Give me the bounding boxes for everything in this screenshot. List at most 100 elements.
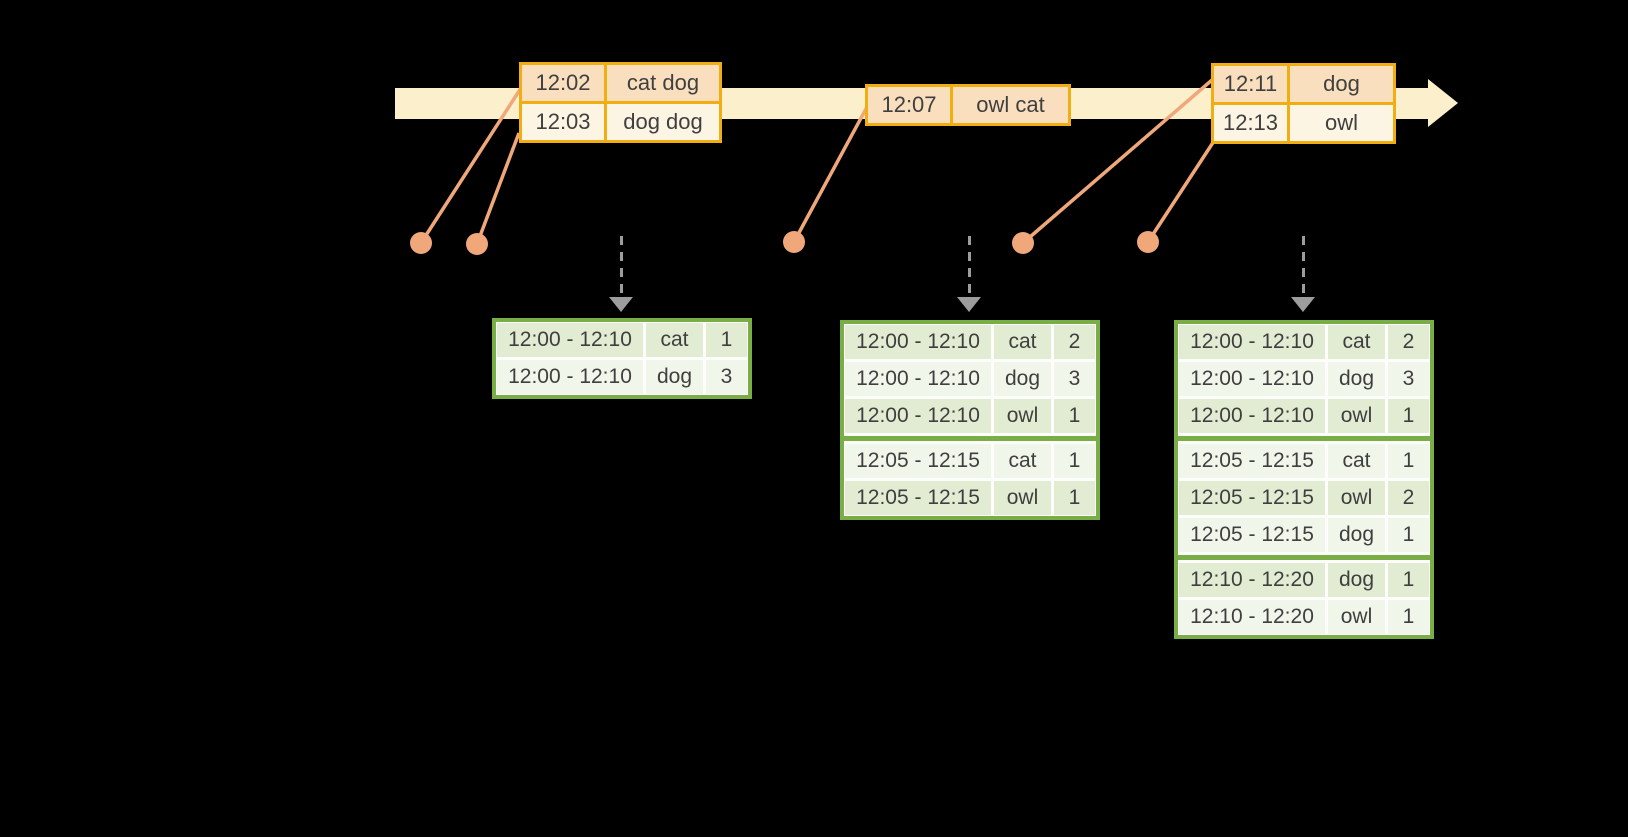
word-cell: owl bbox=[994, 399, 1051, 433]
event-dot bbox=[410, 232, 432, 254]
connector-line bbox=[475, 132, 521, 245]
window-cell: 12:05 - 12:15 bbox=[845, 481, 991, 515]
trigger-arrowhead-icon bbox=[609, 297, 633, 312]
word-cell: dog bbox=[994, 362, 1051, 396]
connector-line bbox=[1146, 140, 1216, 243]
event-row: 12:03 dog dog bbox=[522, 104, 719, 140]
result-table-2: 12:00 - 12:10 cat 2 12:00 - 12:10 dog 3 … bbox=[840, 320, 1100, 520]
count-cell: 1 bbox=[706, 323, 747, 357]
result-row: 12:05 - 12:15 owl 1 bbox=[845, 481, 1095, 515]
window-cell: 12:10 - 12:20 bbox=[1179, 600, 1325, 634]
word-cell: cat bbox=[1328, 325, 1385, 359]
count-cell: 1 bbox=[1388, 444, 1429, 478]
event-dot bbox=[1137, 231, 1159, 253]
window-group-separator bbox=[844, 436, 1096, 441]
event-dot bbox=[466, 233, 488, 255]
result-row: 12:05 - 12:15 owl 2 bbox=[1179, 481, 1429, 515]
word-cell: owl bbox=[1328, 481, 1385, 515]
window-cell: 12:05 - 12:15 bbox=[1179, 481, 1325, 515]
window-group-separator bbox=[1178, 555, 1430, 560]
event-time-cell: 12:03 bbox=[522, 104, 604, 140]
window-cell: 12:00 - 12:10 bbox=[1179, 399, 1325, 433]
event-dot bbox=[783, 231, 805, 253]
event-row: 12:07 owl cat bbox=[868, 87, 1068, 123]
word-cell: cat bbox=[994, 444, 1051, 478]
event-words-cell: dog bbox=[1290, 66, 1393, 102]
event-words-cell: cat dog bbox=[607, 65, 719, 101]
event-time-cell: 12:07 bbox=[868, 87, 950, 123]
result-row: 12:00 - 12:10 dog 3 bbox=[1179, 362, 1429, 396]
word-cell: dog bbox=[646, 360, 703, 394]
event-words-cell: owl bbox=[1290, 105, 1393, 141]
window-group-separator bbox=[1178, 436, 1430, 441]
window-cell: 12:00 - 12:10 bbox=[845, 399, 991, 433]
event-row: 12:11 dog bbox=[1214, 66, 1393, 102]
trigger-arrow bbox=[609, 236, 633, 312]
window-cell: 12:05 - 12:15 bbox=[1179, 444, 1325, 478]
word-cell: cat bbox=[994, 325, 1051, 359]
trigger-arrowhead-icon bbox=[957, 297, 981, 312]
connector-line bbox=[792, 106, 869, 243]
result-row: 12:00 - 12:10 cat 1 bbox=[497, 323, 747, 357]
count-cell: 2 bbox=[1388, 481, 1429, 515]
trigger-arrow bbox=[1291, 236, 1315, 312]
window-cell: 12:00 - 12:10 bbox=[1179, 362, 1325, 396]
count-cell: 3 bbox=[1054, 362, 1095, 396]
word-cell: cat bbox=[1328, 444, 1385, 478]
trigger-arrow-dash bbox=[967, 236, 971, 296]
window-cell: 12:00 - 12:10 bbox=[497, 360, 643, 394]
event-table-1: 12:02 cat dog 12:03 dog dog bbox=[519, 62, 722, 143]
result-row: 12:00 - 12:10 owl 1 bbox=[845, 399, 1095, 433]
trigger-arrow bbox=[957, 236, 981, 312]
result-row: 12:00 - 12:10 cat 2 bbox=[845, 325, 1095, 359]
connector-line bbox=[419, 87, 523, 244]
count-cell: 2 bbox=[1054, 325, 1095, 359]
count-cell: 3 bbox=[1388, 362, 1429, 396]
trigger-arrow-dash bbox=[619, 236, 623, 296]
event-row: 12:13 owl bbox=[1214, 105, 1393, 141]
result-row: 12:10 - 12:20 dog 1 bbox=[1179, 563, 1429, 597]
word-cell: owl bbox=[1328, 600, 1385, 634]
event-dot bbox=[1012, 232, 1034, 254]
connector-line bbox=[1021, 78, 1214, 245]
count-cell: 1 bbox=[1054, 481, 1095, 515]
count-cell: 1 bbox=[1054, 444, 1095, 478]
count-cell: 1 bbox=[1388, 399, 1429, 433]
word-cell: dog bbox=[1328, 518, 1385, 552]
event-time-cell: 12:13 bbox=[1214, 105, 1287, 141]
count-cell: 1 bbox=[1388, 600, 1429, 634]
result-row: 12:05 - 12:15 cat 1 bbox=[1179, 444, 1429, 478]
word-cell: dog bbox=[1328, 362, 1385, 396]
result-table-3: 12:00 - 12:10 cat 2 12:00 - 12:10 dog 3 … bbox=[1174, 320, 1434, 639]
count-cell: 1 bbox=[1388, 563, 1429, 597]
window-cell: 12:00 - 12:10 bbox=[497, 323, 643, 357]
count-cell: 3 bbox=[706, 360, 747, 394]
event-words-cell: owl cat bbox=[953, 87, 1068, 123]
window-cell: 12:10 - 12:20 bbox=[1179, 563, 1325, 597]
word-cell: owl bbox=[1328, 399, 1385, 433]
result-row: 12:10 - 12:20 owl 1 bbox=[1179, 600, 1429, 634]
timeline-arrowhead-icon bbox=[1428, 79, 1458, 127]
event-row: 12:02 cat dog bbox=[522, 65, 719, 101]
event-time-cell: 12:02 bbox=[522, 65, 604, 101]
word-cell: cat bbox=[646, 323, 703, 357]
window-cell: 12:05 - 12:15 bbox=[845, 444, 991, 478]
result-row: 12:05 - 12:15 cat 1 bbox=[845, 444, 1095, 478]
result-row: 12:00 - 12:10 dog 3 bbox=[497, 360, 747, 394]
window-cell: 12:00 - 12:10 bbox=[845, 362, 991, 396]
window-cell: 12:00 - 12:10 bbox=[845, 325, 991, 359]
window-cell: 12:00 - 12:10 bbox=[1179, 325, 1325, 359]
result-row: 12:00 - 12:10 dog 3 bbox=[845, 362, 1095, 396]
count-cell: 1 bbox=[1054, 399, 1095, 433]
trigger-arrowhead-icon bbox=[1291, 297, 1315, 312]
result-row: 12:00 - 12:10 owl 1 bbox=[1179, 399, 1429, 433]
event-table-3: 12:11 dog 12:13 owl bbox=[1211, 63, 1396, 144]
count-cell: 1 bbox=[1388, 518, 1429, 552]
word-cell: dog bbox=[1328, 563, 1385, 597]
event-table-2: 12:07 owl cat bbox=[865, 84, 1071, 126]
result-table-1: 12:00 - 12:10 cat 1 12:00 - 12:10 dog 3 bbox=[492, 318, 752, 399]
word-cell: owl bbox=[994, 481, 1051, 515]
window-cell: 12:05 - 12:15 bbox=[1179, 518, 1325, 552]
